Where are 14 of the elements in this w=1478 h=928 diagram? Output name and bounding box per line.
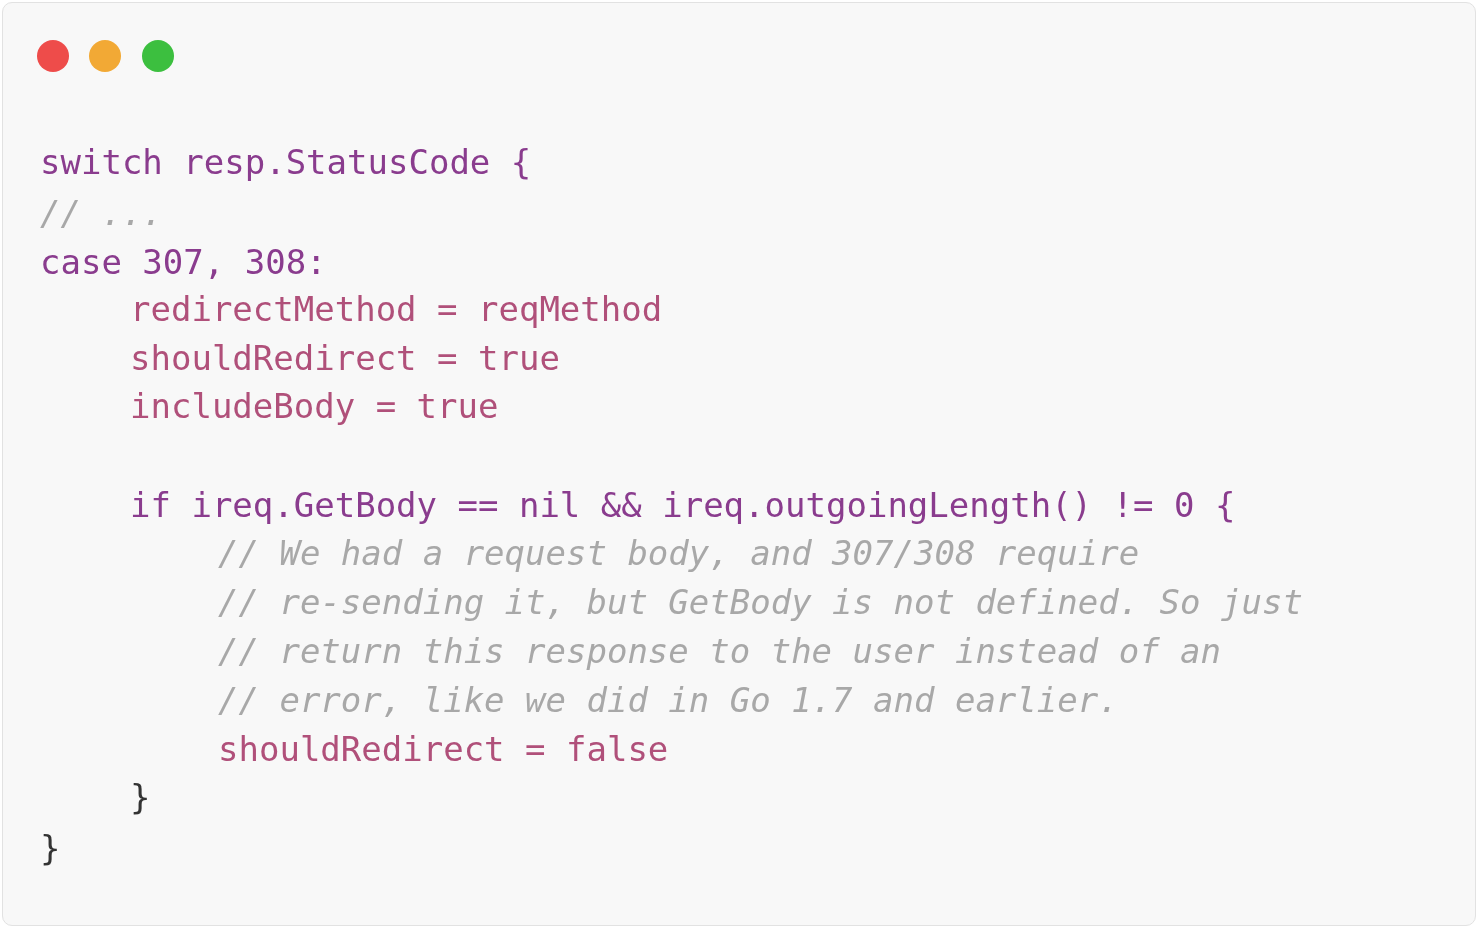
code-line: includeBody = true xyxy=(130,386,499,426)
code-comment: // ... xyxy=(40,193,163,233)
code-line: redirectMethod = reqMethod xyxy=(130,289,663,329)
code-line: switch resp.StatusCode { xyxy=(40,142,532,182)
code-comment: // We had a request body, and 307/308 require xyxy=(218,533,1140,573)
code-line: shouldRedirect = false xyxy=(218,729,669,769)
code-line: } xyxy=(40,828,61,868)
code-line: } xyxy=(130,777,151,817)
code-line: shouldRedirect = true xyxy=(130,338,560,378)
code-comment: // return this response to the user instead of an xyxy=(218,631,1222,671)
code-line: case 307, 308: xyxy=(40,242,327,282)
code-line: if ireq.GetBody == nil && ireq.outgoingLength() != 0 { xyxy=(130,485,1236,525)
code-comment: // re-sending it, but GetBody is not defined. So just xyxy=(218,582,1303,622)
code-comment: // error, like we did in Go 1.7 and earlier. xyxy=(218,680,1119,720)
